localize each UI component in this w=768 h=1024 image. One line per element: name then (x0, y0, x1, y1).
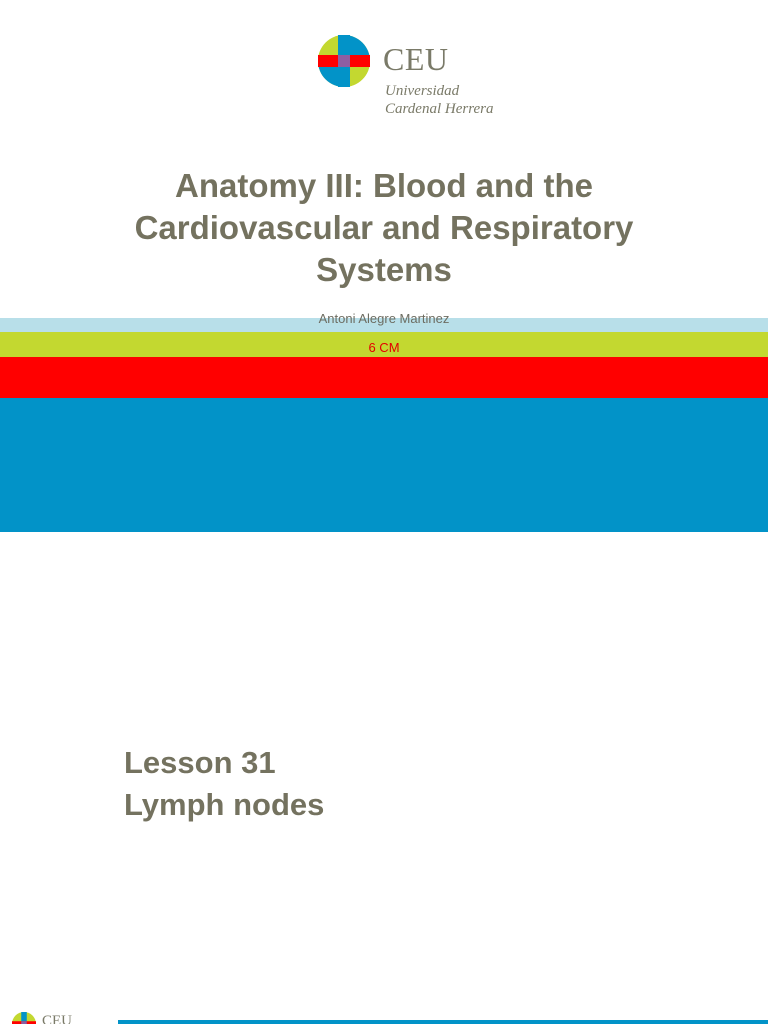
course-title: Anatomy III: Blood and the Cardiovascula… (134, 167, 634, 288)
ceu-logo: CEU Universidad Cardenal Herrera (318, 35, 538, 125)
red-band (0, 357, 768, 398)
green-band (0, 332, 768, 357)
ceu-cross-emblem-small-icon (12, 1012, 36, 1024)
author-name: Antoni Alegre Martinez (318, 311, 450, 326)
lesson-topic: Lymph nodes (124, 787, 325, 822)
title-slide: CEU Universidad Cardenal Herrera Anatomy… (0, 35, 768, 532)
lesson-heading: Lesson 31 Lymph nodes (124, 742, 324, 826)
lesson-number: Lesson 31 (124, 745, 276, 780)
logo-brand-text: CEU (383, 41, 449, 77)
blue-band (0, 398, 768, 532)
ceu-logo-small: CEU (12, 1012, 102, 1024)
logo-name-text: Cardenal Herrera (385, 101, 494, 117)
size-note: 6 CM (368, 340, 400, 355)
footer-blue-bar (118, 1020, 768, 1024)
logo-university-text: Universidad (385, 83, 460, 99)
ceu-cross-emblem-icon (318, 35, 370, 87)
logo-small-brand-text: CEU (42, 1013, 72, 1024)
light-blue-band (0, 318, 768, 332)
